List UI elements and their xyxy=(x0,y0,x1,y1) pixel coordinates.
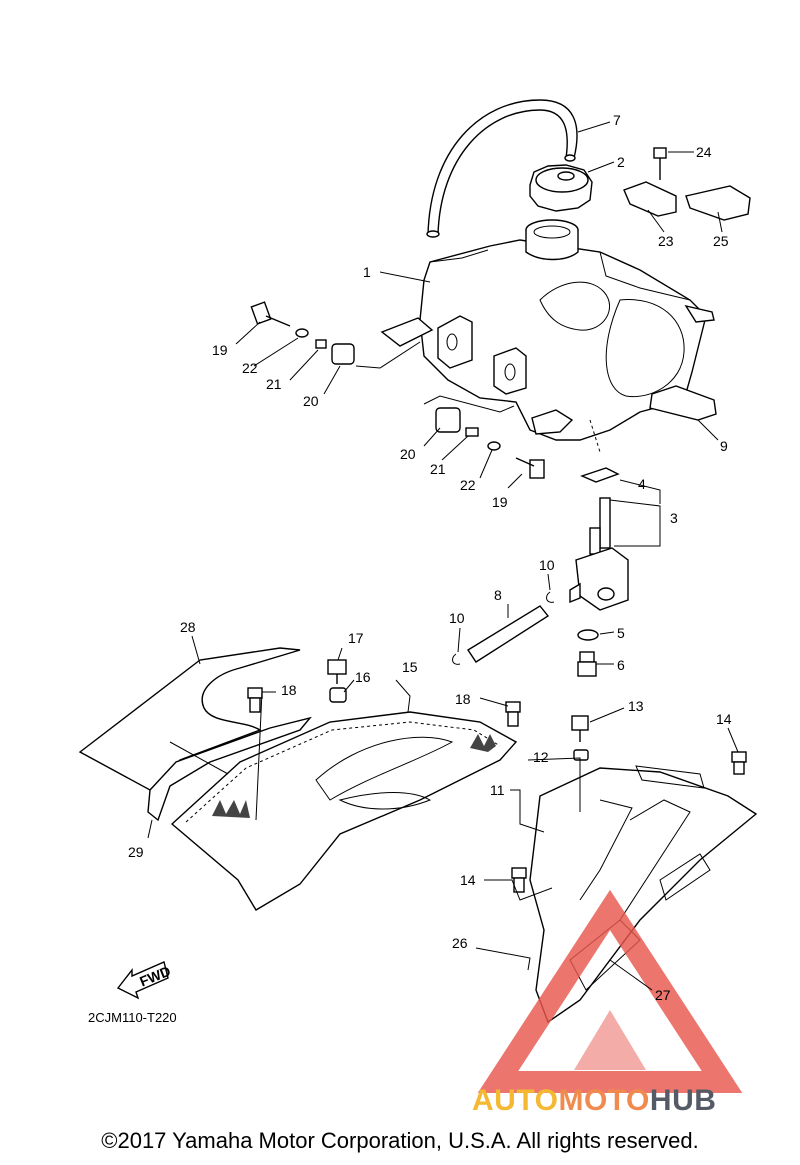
callout-2: 2 xyxy=(617,154,625,170)
bracket-23 xyxy=(623,181,677,217)
damper-9 xyxy=(649,385,717,421)
callout-16: 16 xyxy=(355,669,371,685)
callout-13: 13 xyxy=(628,698,644,714)
callout-27: 27 xyxy=(655,987,671,1003)
screw-18-left xyxy=(247,687,263,713)
callout-22-lower: 22 xyxy=(460,477,476,493)
callout-18-right: 18 xyxy=(455,691,471,707)
callout-1: 1 xyxy=(363,264,371,280)
callout-11: 11 xyxy=(490,782,505,798)
side-cover-15 xyxy=(170,711,518,911)
bolt-24 xyxy=(653,147,667,180)
collar-12 xyxy=(573,749,589,761)
callout-20-lower: 20 xyxy=(400,446,416,462)
reference-code: 2CJM110-T220 xyxy=(88,1010,177,1025)
leader-lines xyxy=(147,121,739,991)
fuel-cock-3 xyxy=(569,497,629,611)
bolt-13 xyxy=(571,715,589,742)
callout-26: 26 xyxy=(452,935,468,951)
callout-23: 23 xyxy=(658,233,674,249)
callout-18-left: 18 xyxy=(281,682,297,698)
callout-7: 7 xyxy=(613,112,621,128)
callout-19-upper: 19 xyxy=(212,342,228,358)
copyright-notice: ©2017 Yamaha Motor Corporation, U.S.A. A… xyxy=(101,1128,699,1153)
screw-14-upper xyxy=(731,751,747,775)
bolt-19-upper xyxy=(250,301,291,327)
fuel-tank xyxy=(380,219,715,453)
fuel-cap xyxy=(529,164,593,212)
callout-8: 8 xyxy=(494,587,502,603)
screw-14-lower xyxy=(511,867,527,893)
callout-20-upper: 20 xyxy=(303,393,319,409)
callout-28: 28 xyxy=(180,619,196,635)
callout-3: 3 xyxy=(670,510,678,526)
bolt-17 xyxy=(327,659,347,684)
callout-17: 17 xyxy=(348,630,364,646)
callout-25: 25 xyxy=(713,233,729,249)
callout-15: 15 xyxy=(402,659,418,675)
callout-10-upper: 10 xyxy=(539,557,555,573)
fwd-label: FWD xyxy=(137,963,173,990)
screw-6 xyxy=(577,651,597,677)
gasket-4 xyxy=(580,467,620,483)
callout-14-upper: 14 xyxy=(716,711,732,727)
callout-21-lower: 21 xyxy=(430,461,446,477)
callout-5: 5 xyxy=(617,625,625,641)
damper-20-lower xyxy=(435,407,461,433)
callout-24: 24 xyxy=(696,144,712,160)
callout-19-lower: 19 xyxy=(492,494,508,510)
bolt-19-lower xyxy=(515,457,545,479)
damper-25 xyxy=(685,185,751,221)
fwd-arrow: FWD xyxy=(116,961,173,1000)
washer-22-lower xyxy=(487,441,501,451)
screw-18-right xyxy=(505,701,521,727)
watermark-logo: AUTOMOTOHUB xyxy=(472,1084,716,1118)
callout-labels: 1 2 3 4 5 6 7 8 9 10 10 11 12 13 14 14 1… xyxy=(128,112,732,1003)
callout-4: 4 xyxy=(638,476,646,492)
graphic-29 xyxy=(147,716,312,822)
washer-5 xyxy=(577,629,599,641)
watermark-moto: MOTO xyxy=(558,1084,650,1117)
callout-14-lower: 14 xyxy=(460,872,476,888)
callout-21-upper: 21 xyxy=(266,376,282,392)
fuel-hose-8 xyxy=(467,605,550,663)
collar-21-upper xyxy=(315,339,327,349)
clip-10-lower xyxy=(452,653,461,665)
callout-22-upper: 22 xyxy=(242,360,258,376)
washer-22-upper xyxy=(295,328,309,338)
callout-12: 12 xyxy=(533,749,549,765)
watermark-triangle xyxy=(477,889,743,1093)
clip-10-upper xyxy=(546,591,555,603)
watermark-hub: HUB xyxy=(649,1084,717,1117)
damper-20-upper xyxy=(331,343,355,365)
collar-21-lower xyxy=(465,427,479,437)
callout-10-lower: 10 xyxy=(449,610,465,626)
breather-hose xyxy=(426,99,578,238)
watermark-auto: AUTO xyxy=(472,1084,559,1117)
callout-9: 9 xyxy=(720,438,728,454)
callout-29: 29 xyxy=(128,844,144,860)
callout-6: 6 xyxy=(617,657,625,673)
collar-16 xyxy=(329,687,347,703)
